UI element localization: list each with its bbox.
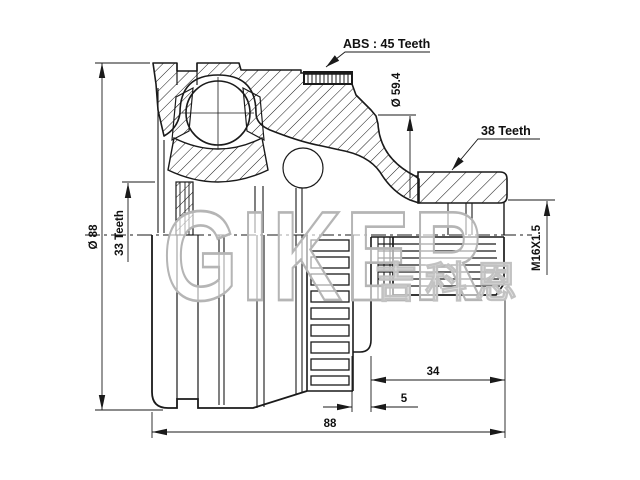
bell-section [152, 62, 420, 233]
watermark-brand-cjk: 吉科恩 [375, 259, 525, 306]
watermark-brand: GIKER [163, 185, 487, 327]
shaft-exterior [353, 236, 505, 353]
label-thread-size: M16X1.5 [531, 224, 543, 271]
spline-section [415, 171, 508, 235]
label-outer-spline-teeth: 38 Teeth [481, 124, 531, 138]
dim-shaft-length: 34 [427, 366, 440, 378]
dim-body-length: 88 [324, 418, 337, 430]
bell-exterior [151, 235, 308, 409]
label-abs-teeth: ABS : 45 Teeth [343, 37, 430, 51]
abs-ring-exterior [306, 235, 354, 392]
dim-outer-diameter: Ø 88 [88, 224, 100, 250]
dim-abs-ring-diameter: Ø 59.4 [391, 72, 403, 107]
dim-groove-width: 5 [401, 393, 408, 405]
ball-and-race-section [167, 77, 303, 236]
label-inner-spline-teeth: 33 Teeth [114, 210, 126, 256]
grease-pocket [282, 147, 324, 189]
watermark: GIKER 吉科恩 [162, 184, 525, 328]
abs-ring-section [303, 71, 353, 85]
dimension-arrows [98, 55, 551, 436]
